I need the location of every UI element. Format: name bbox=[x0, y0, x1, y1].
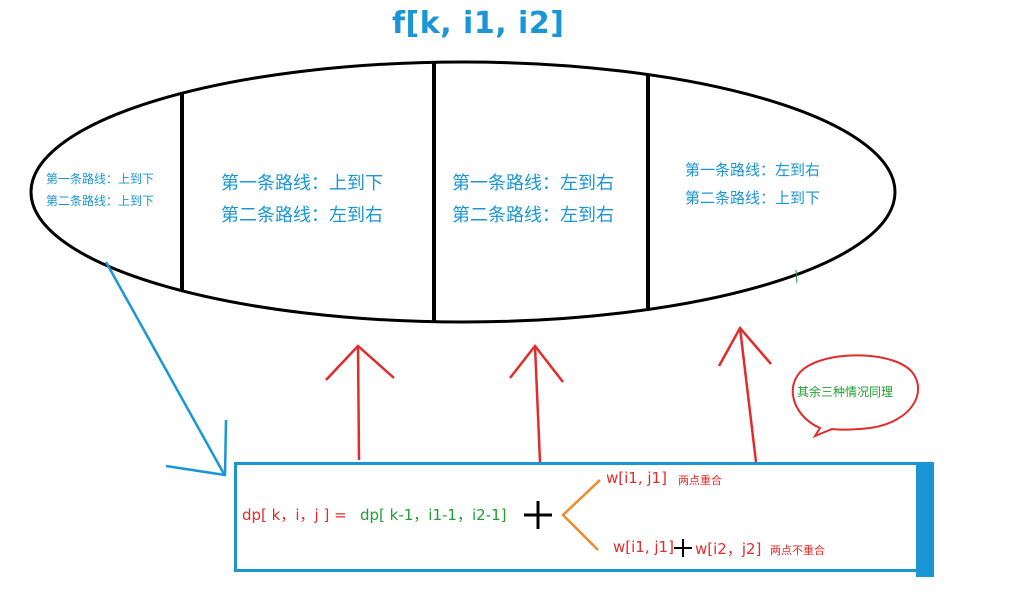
segment-2-line2: 第二条路线：左到右 bbox=[221, 205, 383, 226]
segment-4-label: 第一条路线：左到右 第二条路线：上到下 bbox=[685, 156, 820, 212]
plus-sign-large bbox=[524, 501, 552, 529]
red-arrow-2 bbox=[509, 343, 564, 463]
green-mark bbox=[795, 269, 798, 284]
speech-bubble-text: 其余三种情况同理 bbox=[797, 385, 894, 399]
speech-bubble bbox=[791, 354, 920, 439]
segment-1-line1: 第一条路线：上到下 bbox=[46, 172, 155, 186]
diagram-title: f[k, i1, i2] bbox=[392, 6, 565, 41]
state-ellipse bbox=[29, 60, 897, 324]
blue-arrow-line bbox=[104, 261, 226, 475]
blue-arrow-head bbox=[165, 419, 228, 477]
formula-box-edge bbox=[916, 462, 934, 577]
segment-1-line2: 第二条路线：上到下 bbox=[46, 194, 155, 208]
segment-3-line2: 第二条路线：左到右 bbox=[452, 205, 614, 226]
case-diff-weight-b: w[i2，j2] bbox=[695, 540, 762, 558]
red-arrow-1 bbox=[325, 344, 395, 461]
case-same-note: 两点重合 bbox=[678, 474, 722, 487]
case-diff-weight-a: w[i1, j1] bbox=[613, 538, 674, 556]
segment-4-line1: 第一条路线：左到右 bbox=[685, 161, 821, 179]
plus-sign-small bbox=[674, 539, 692, 557]
case-diff-note: 两点不重合 bbox=[770, 544, 825, 557]
segment-4-line2: 第二条路线：上到下 bbox=[685, 189, 821, 207]
segment-1-label: 第一条路线：上到下 第二条路线：上到下 bbox=[46, 168, 154, 212]
segment-2-label: 第一条路线：上到下 第二条路线：左到右 bbox=[221, 168, 383, 232]
case-same-weight: w[i1, j1] bbox=[606, 469, 667, 487]
red-arrow-3 bbox=[717, 325, 772, 463]
segment-2-line1: 第一条路线：上到下 bbox=[221, 173, 383, 194]
orange-branch bbox=[561, 479, 601, 551]
formula-lhs: dp[ k，i，j ] = bbox=[242, 506, 347, 524]
segment-3-line1: 第一条路线：左到右 bbox=[452, 173, 614, 194]
formula-rhs: dp[ k-1，i1-1，i2-1] bbox=[360, 506, 507, 524]
segment-3-label: 第一条路线：左到右 第二条路线：左到右 bbox=[452, 168, 614, 232]
